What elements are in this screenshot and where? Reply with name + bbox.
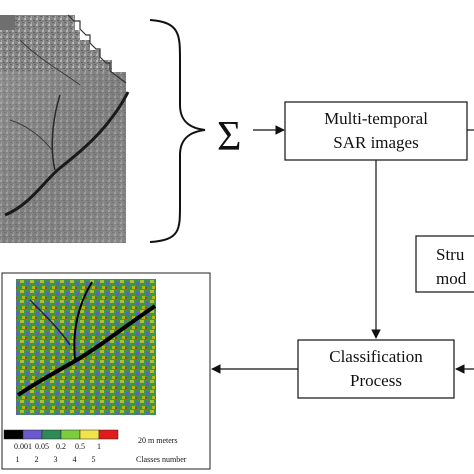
sar-box-line2: SAR images [333, 133, 418, 152]
legend-scale-label: 20 m meters [138, 436, 178, 445]
legend-color-bar [3, 429, 119, 440]
sar-images-box: Multi-temporal SAR images [284, 101, 468, 161]
legend-class-number: 3 [54, 455, 58, 464]
legend-threshold-label: 0.2 [56, 442, 66, 451]
legend-swatch [98, 429, 119, 440]
legend-swatch [79, 429, 100, 440]
legend-threshold-label: 0.001 [14, 442, 32, 451]
legend-swatch [22, 429, 43, 440]
legend-class-numbers: 1 2 3 4 5 [16, 455, 96, 464]
classification-box-line2: Process [350, 371, 402, 390]
classification-box-line1: Classification [329, 347, 423, 366]
structural-box-line1: Stru [436, 245, 465, 264]
structural-model-box: Stru mod [415, 235, 474, 293]
structural-box-line2: mod [436, 269, 467, 288]
curly-brace-icon [149, 19, 206, 243]
legend-swatch [60, 429, 81, 440]
sar-box-line1: Multi-temporal [324, 109, 428, 128]
sar-image-stack [0, 14, 130, 243]
river-channel [4, 91, 130, 217]
classified-map-image [16, 279, 156, 415]
legend-class-number: 1 [16, 455, 20, 464]
legend-class-number: 2 [35, 455, 39, 464]
legend-threshold-label: 0.05 [35, 442, 49, 451]
legend-threshold-label: 0.5 [75, 442, 85, 451]
sum-symbol: Σ [217, 114, 241, 160]
legend-swatch [3, 429, 24, 440]
legend-swatch [41, 429, 62, 440]
legend-class-number: 5 [92, 455, 96, 464]
legend-classes-label: Classes number [136, 455, 187, 464]
classification-process-box: Classification Process [297, 339, 455, 399]
legend-threshold-label: 1 [97, 442, 101, 451]
legend-class-number: 4 [73, 455, 77, 464]
